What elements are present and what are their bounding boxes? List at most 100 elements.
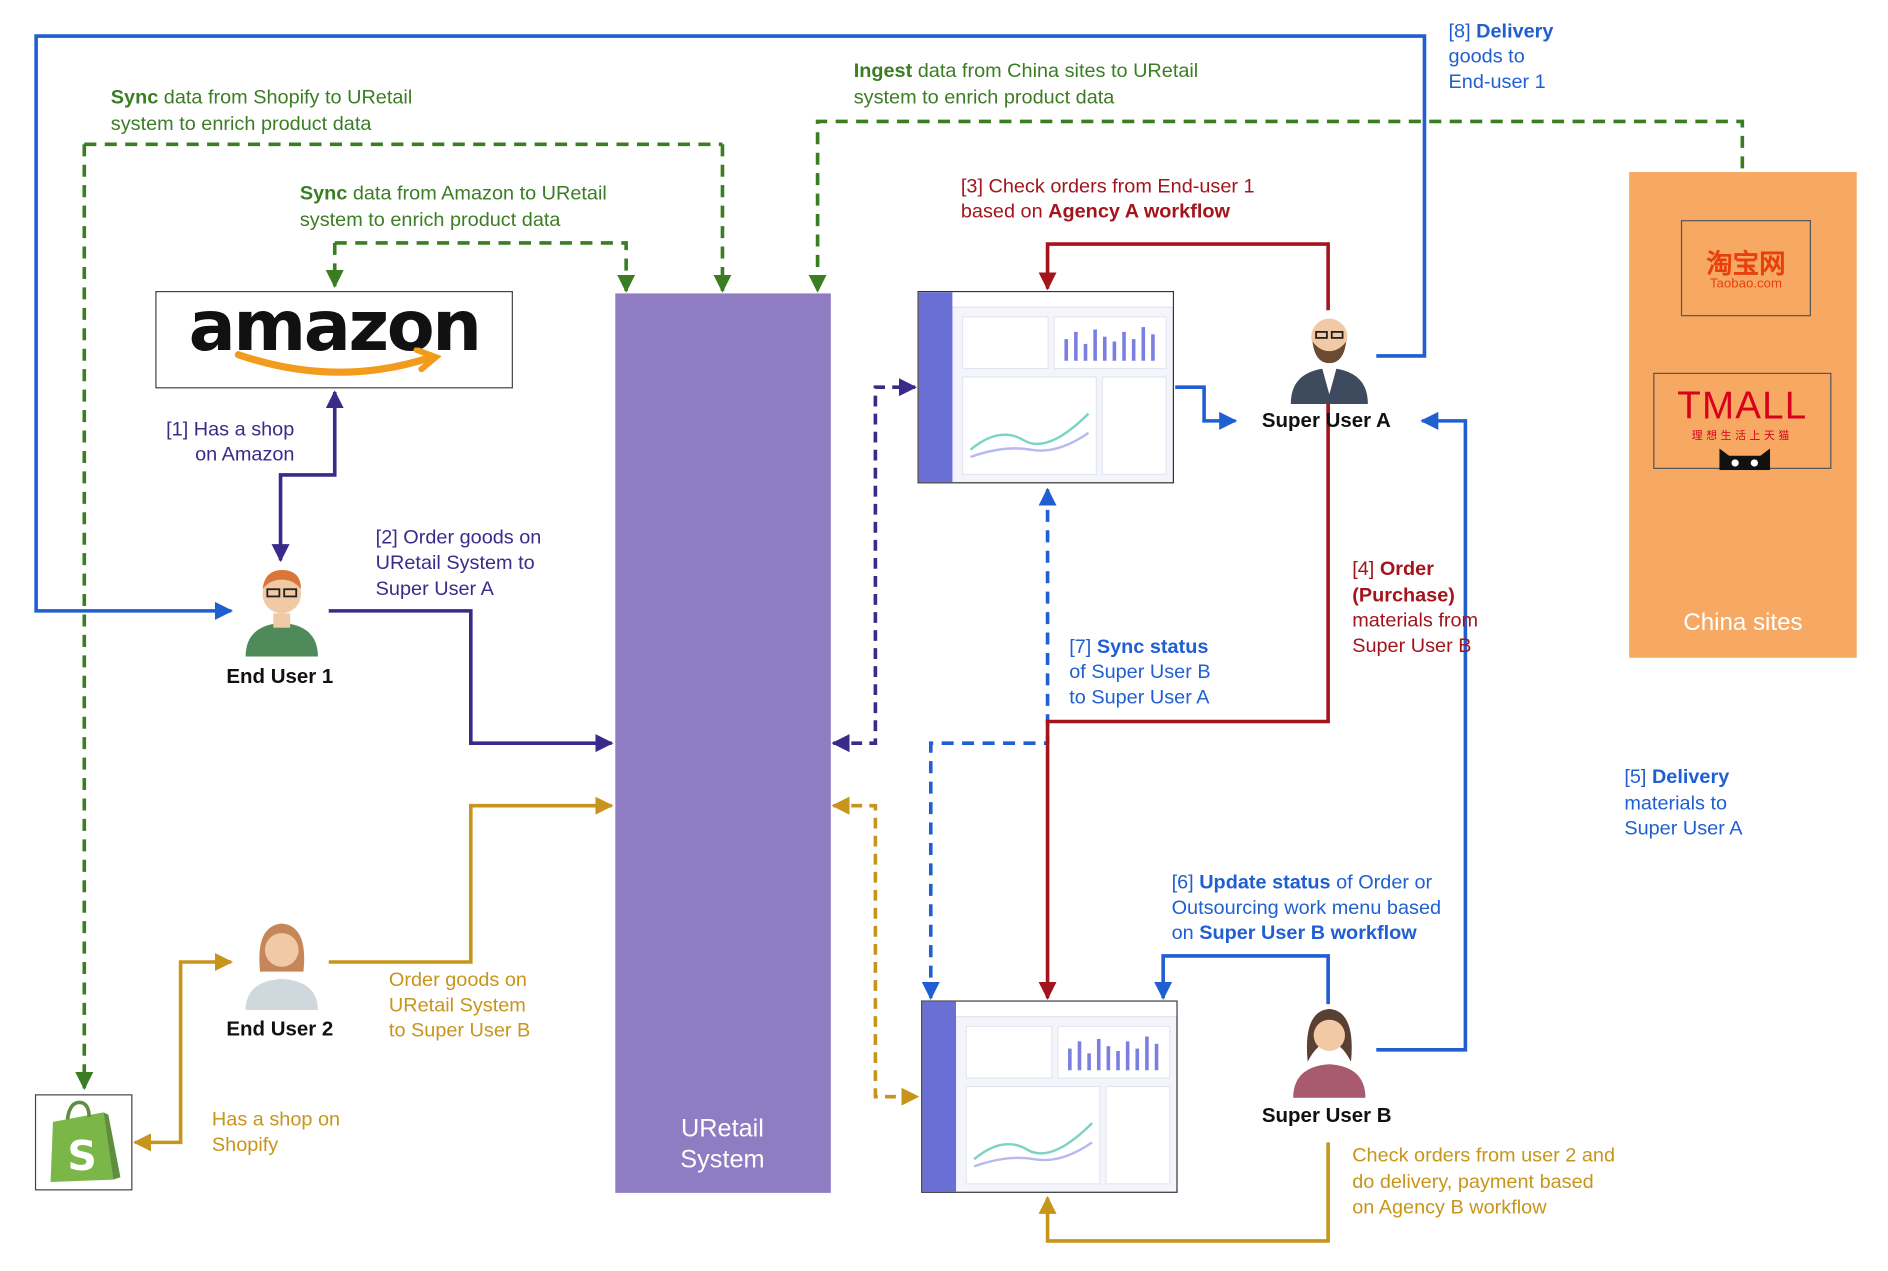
step5-line1: [5] Delivery [1624, 765, 1729, 790]
step2-line3: Super User A [375, 578, 494, 601]
screen-b-line-chart-icon [973, 1122, 1093, 1168]
step3-bold: Agency A workflow [1048, 200, 1230, 223]
step4-line2: (Purchase) [1352, 584, 1455, 607]
step7-line1: [7] Sync status [1069, 635, 1208, 660]
step3-line1: [3] Check orders from End-user 1 [960, 175, 1255, 198]
amazon-enduser1-connector [271, 390, 344, 563]
end-user-1-avatar-icon [245, 569, 318, 657]
step6-line2: Outsourcing work menu based [1171, 897, 1442, 919]
screen-b-line-card [965, 1085, 1101, 1185]
step8-line1: [8] Delivery [1449, 19, 1554, 44]
end-user-2-label: End User 2 [226, 1017, 334, 1041]
screen-b-kpi-card [965, 1025, 1053, 1079]
taobao-logo: 淘宝网 Taobao.com [1680, 220, 1811, 317]
shopify-bag-icon: S [50, 1100, 121, 1183]
screen-b-bar-chart-icon [1068, 1036, 1159, 1071]
step8-num: [8] [1448, 20, 1477, 43]
amazon-logo-box: amazon [155, 285, 513, 389]
super-user-b-label: Super User B [1261, 1103, 1392, 1127]
check-b-line3: on Agency B workflow [1352, 1196, 1547, 1219]
order-a-connector [328, 609, 614, 753]
step2-line1: [2] Order goods on [375, 526, 542, 549]
step8-line2: goods to [1448, 45, 1525, 68]
step1-line1: [1] Has a shop [166, 418, 295, 441]
sync-amazon-bold: Sync [299, 182, 348, 205]
step7-line3: to Super User A [1069, 686, 1210, 709]
step1-line2: on Amazon [195, 443, 295, 466]
sync-shopify-line2: system to enrich product data [110, 113, 372, 135]
screen-a-bar-chart-icon [1064, 327, 1155, 361]
step5-line3: Super User A [1624, 817, 1743, 840]
step4-line4: Super User B [1352, 634, 1472, 657]
step5-num: [5] [1624, 765, 1652, 788]
super-user-a-avatar-icon [1290, 318, 1368, 405]
ingest-line2: system to enrich product data [853, 86, 1115, 109]
china-sites-box: 淘宝网 Taobao.com TMALL 理想生活上天猫 China sites [1629, 171, 1857, 658]
uretail-screena-connector [831, 378, 917, 753]
svg-text:S: S [67, 1132, 96, 1180]
sync-shopify-line1: Sync data from Shopify to URetail [111, 85, 412, 110]
screen-a-line-card [962, 376, 1097, 475]
dashboard-screen-a [917, 291, 1174, 484]
step7-bold: Sync status [1096, 636, 1209, 658]
china-sites-label: China sites [1683, 609, 1803, 637]
step4-line1: [4] Order [1352, 557, 1434, 582]
shopify-shop-line2: Shopify [211, 1133, 279, 1156]
order-b-line3: to Super User B [388, 1019, 531, 1042]
delivery-materials-connector [1376, 411, 1468, 1052]
step6-workflow-bold: Super User B workflow [1199, 922, 1417, 944]
ingest-bold: Ingest [853, 60, 913, 82]
check-b-line2: do delivery, payment based [1352, 1171, 1594, 1193]
screena-superusera-connector [1175, 385, 1238, 430]
sync-amazon-connector [334, 241, 636, 293]
step5-line2: materials to [1624, 792, 1728, 815]
tmall-sub-text: 理想生活上天猫 [1691, 429, 1793, 442]
step3-line2: based on Agency A workflow [961, 200, 1230, 225]
tmall-logo: TMALL 理想生活上天猫 [1653, 372, 1832, 471]
sync-shopify-text: data from Shopify to URetail [158, 86, 413, 109]
step2-line2: URetail System to [375, 551, 535, 574]
check-orders-a-connector [1038, 242, 1330, 311]
purchase-connector [1038, 399, 1330, 1000]
sync-amazon-line2: system to enrich product data [299, 209, 561, 231]
screen-a-kpi-card [962, 316, 1049, 370]
step6-num: [6] [1171, 871, 1200, 894]
screen-a-sidebar [918, 292, 953, 483]
step6-text: of Order or [1330, 871, 1433, 894]
step6-bold: Update status [1199, 871, 1331, 894]
sync-shopify-bold: Sync [110, 86, 159, 109]
step8-bold: Delivery [1476, 20, 1554, 43]
screen-a-line-chart-icon [969, 412, 1090, 459]
super-user-b-avatar-icon [1293, 1008, 1366, 1098]
screen-b-map-card [1105, 1085, 1171, 1185]
step4-num: [4] [1352, 557, 1380, 580]
update-status-connector [1154, 954, 1330, 1005]
taobao-en-text: Taobao.com [1709, 276, 1783, 292]
sync-amazon-line1: Sync data from Amazon to URetail [300, 182, 607, 207]
screen-b-bar-card [1057, 1025, 1171, 1079]
check-b-line1: Check orders from user 2 and [1352, 1144, 1616, 1167]
step6-line3: on Super User B workflow [1172, 921, 1417, 946]
ingest-line1: Ingest data from China sites to URetail [854, 59, 1199, 84]
shopify-logo-box: S [34, 1094, 133, 1191]
sync-amazon-text: data from Amazon to URetail [347, 182, 607, 205]
dashboard-screen-b [921, 1000, 1178, 1193]
taobao-cn-text: 淘宝网 [1706, 248, 1786, 279]
step7-line2: of Super User B [1069, 661, 1211, 684]
step4-line3: materials from [1352, 609, 1479, 632]
super-user-a-label: Super User A [1261, 408, 1391, 432]
step8-line3: End-user 1 [1448, 70, 1546, 93]
step4-bold: Order [1379, 557, 1434, 580]
tmall-text: TMALL [1677, 383, 1808, 427]
delivery-enduser1-connector [34, 34, 1427, 620]
uretail-system-box: URetail System [615, 293, 831, 1193]
screen-b-topbar [956, 1001, 1177, 1018]
screen-a-map-card [1101, 376, 1167, 475]
uretail-system-label: URetail System [680, 1114, 765, 1174]
tmall-cat-icon [1719, 448, 1771, 471]
order-b-line1: Order goods on [388, 969, 527, 991]
step3-text: based on [960, 200, 1049, 223]
shopify-shop-line1: Has a shop on [211, 1108, 341, 1131]
